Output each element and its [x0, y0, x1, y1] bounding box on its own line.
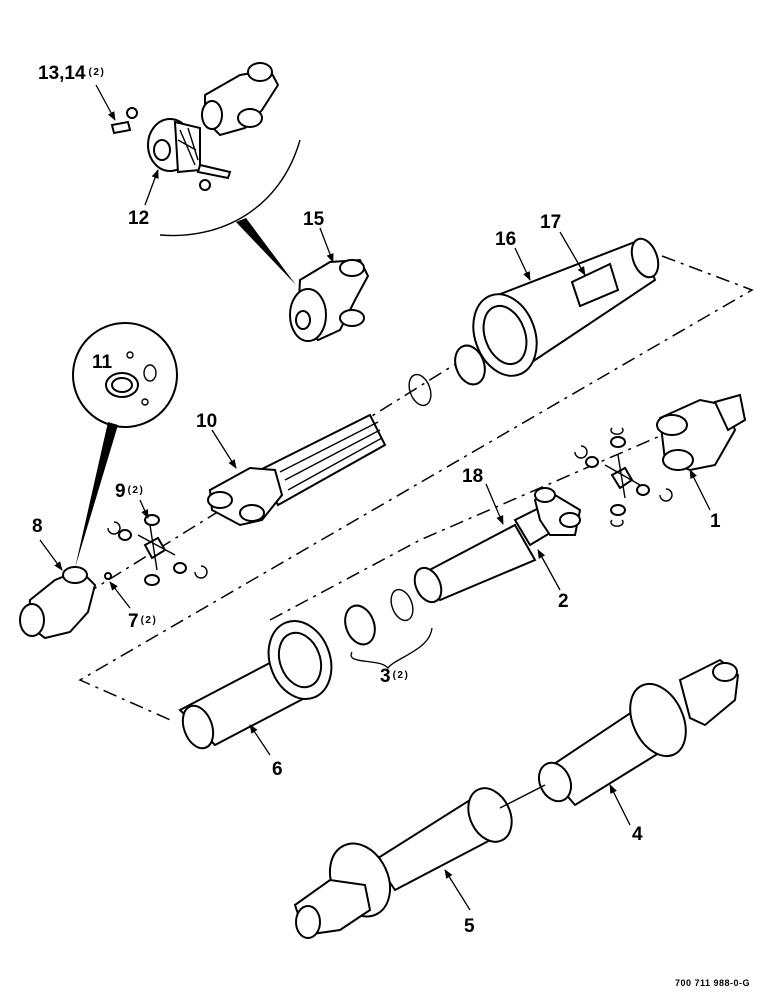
detail-arc-top — [159, 139, 301, 237]
drawing-number: 700 711 988-0-G — [674, 978, 750, 988]
callout-13-14: 13,14(2) — [38, 63, 105, 84]
callout-10: 10 — [196, 411, 217, 432]
inner-tube-2-18 — [413, 487, 582, 604]
bracket-3 — [350, 627, 433, 670]
yoke-top-detail — [201, 62, 280, 137]
shield-connector-line — [499, 784, 546, 809]
callout-12: 12 — [128, 208, 149, 229]
callout-9: 9(2) — [115, 481, 144, 502]
callout-15: 15 — [303, 209, 325, 230]
yoke-8 — [19, 566, 112, 640]
detail-pointer-top — [236, 218, 296, 285]
shield-assembly-4 — [537, 658, 740, 807]
cross-kit-left — [107, 514, 208, 586]
splined-shaft-10 — [207, 413, 387, 527]
callout-16: 16 — [495, 229, 516, 250]
callout-3: 3(2) — [380, 666, 409, 687]
centerline-lower — [269, 409, 721, 621]
callout-7: 7(2) — [128, 611, 157, 632]
callout-18: 18 — [462, 466, 483, 487]
yoke-1 — [656, 393, 747, 472]
yoke-15 — [289, 258, 370, 342]
shield-tube-16-17 — [472, 237, 660, 377]
callout-8: 8 — [32, 516, 43, 537]
callout-5: 5 — [464, 916, 475, 937]
detail-pointer-11 — [75, 422, 118, 568]
snap-ring-upper — [408, 373, 432, 407]
shield-tube-6 — [178, 620, 333, 750]
callout-11: 11 — [92, 352, 113, 373]
bearing-ring — [454, 344, 486, 386]
callout-17: 17 — [540, 212, 561, 233]
callout-2: 2 — [558, 591, 569, 612]
bearing-ring-3 — [344, 604, 376, 646]
callout-1: 1 — [710, 511, 721, 532]
cross-kit-right — [574, 427, 673, 527]
callout-6: 6 — [272, 759, 283, 780]
shield-assembly-5 — [293, 787, 513, 939]
callout-4: 4 — [632, 824, 643, 845]
detail-circle-11 — [72, 322, 178, 428]
snap-ring-3 — [390, 588, 414, 622]
bolts-13-14 — [110, 107, 232, 191]
leader-lines — [39, 84, 711, 911]
hub-plate-12 — [147, 118, 201, 174]
assembly-boundary — [78, 255, 754, 723]
